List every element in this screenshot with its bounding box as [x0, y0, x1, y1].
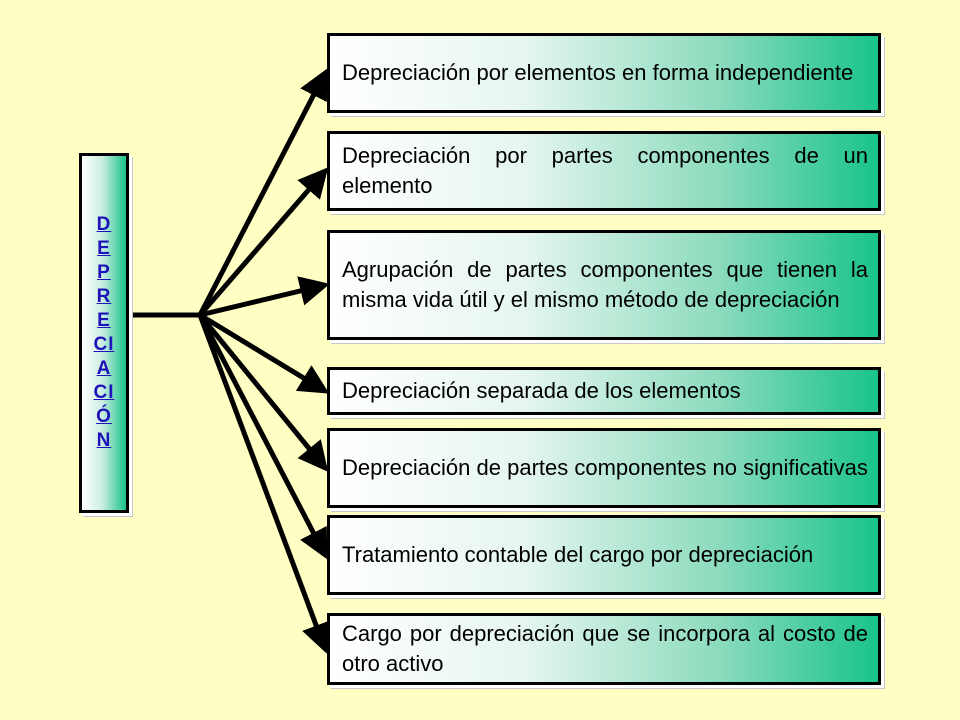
title-letter: Ó [96, 406, 112, 427]
branch-arrow [197, 68, 328, 317]
branch-arrow [198, 312, 330, 394]
branch-arrow [198, 313, 329, 472]
item-box-4: Depreciación separada de los elementos [327, 367, 881, 415]
item-box-1: Depreciación por elementos en forma inde… [327, 33, 881, 113]
title-letter: E [97, 238, 111, 259]
branch-arrow [198, 167, 329, 317]
branch-arrow [197, 313, 328, 560]
title-letter: E [97, 310, 111, 331]
item-text: Agrupación de partes componentes que tie… [342, 256, 868, 312]
item-box-2: Depreciación por partes componentes de u… [327, 131, 881, 211]
item-box-3: Agrupación de partes componentes que tie… [327, 230, 881, 340]
item-box-5: Depreciación de partes componentes no si… [327, 428, 881, 508]
item-text: Tratamiento contable del cargo por depre… [342, 541, 814, 567]
title-letter: A [96, 358, 112, 379]
depreciacion-title-box: D E P R E CI A CI Ó N [79, 153, 129, 513]
item-text: Cargo por depreciación que se incorpora … [342, 620, 868, 676]
item-text: Depreciación por partes componentes de u… [342, 142, 868, 198]
title-letter: N [96, 430, 112, 451]
item-box-6: Tratamiento contable del cargo por depre… [327, 515, 881, 595]
title-letter: CI [93, 382, 115, 403]
branch-arrow [199, 276, 330, 318]
title-letter: R [96, 286, 112, 307]
branch-arrow [197, 314, 331, 654]
item-box-7: Cargo por depreciación que se incorpora … [327, 613, 881, 685]
title-letter: D [96, 214, 112, 235]
item-text: Depreciación separada de los elementos [342, 377, 741, 403]
item-text: Depreciación por elementos en forma inde… [342, 59, 854, 85]
title-letter: CI [93, 334, 115, 355]
title-letter: P [97, 262, 111, 283]
item-text: Depreciación de partes componentes no si… [342, 454, 868, 480]
